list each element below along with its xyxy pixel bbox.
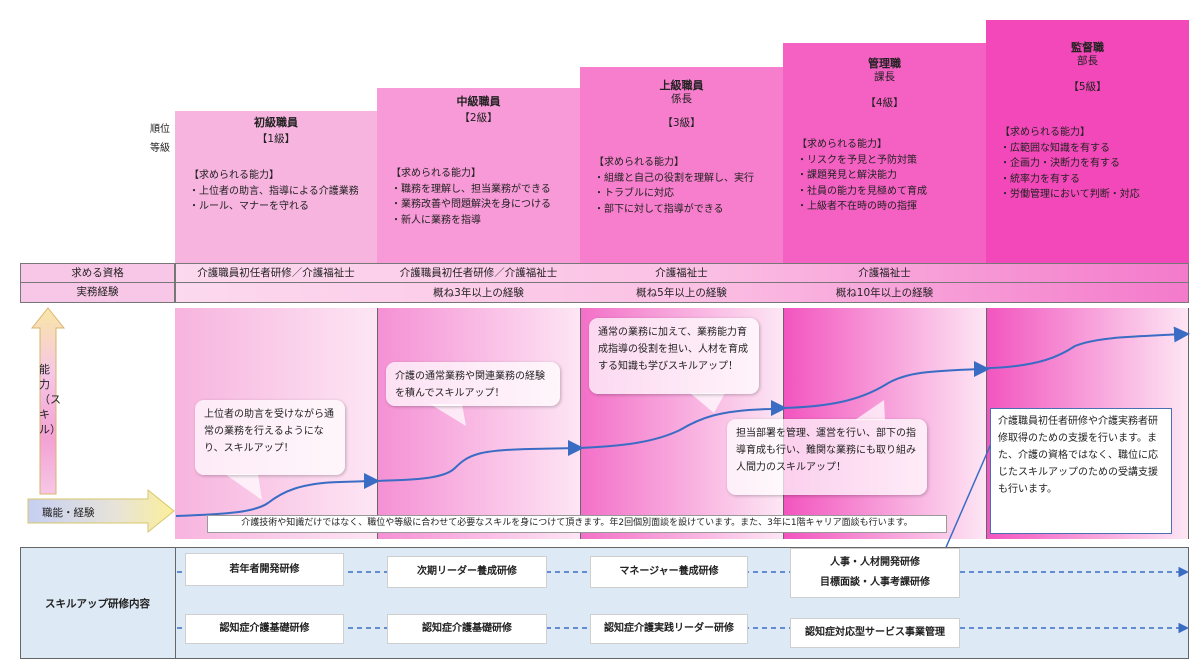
training-label: スキルアップ研修内容 <box>45 598 150 610</box>
tier-grade: 【1級】 <box>256 133 296 145</box>
training-course-name: 人事・人材開発研修 <box>830 557 920 568</box>
abilities-header: 【求められる能力】 <box>797 139 887 150</box>
ability-item: ・統率力を有する <box>1000 173 1080 185</box>
tier-1: 初級職員 【1級】 【求められる能力】 ・上位者の助言、指導による介護業務 ・ル… <box>175 111 377 263</box>
training-divider <box>175 547 176 659</box>
abilities-header: 【求められる能力】 <box>1000 127 1090 138</box>
tier-title: 中級職員 <box>456 95 501 108</box>
ability-item: ・新人に業務を指導 <box>391 214 481 226</box>
training-course: 認知症介護基礎研修 <box>387 614 547 644</box>
tier-grade: 【3級】 <box>662 117 701 129</box>
experience-cell: 概ね10年以上の経験 <box>835 287 934 299</box>
ability-item: ・ルール、マナーを守れる <box>189 201 309 212</box>
experience-cell: 概ね5年以上の経験 <box>636 287 727 299</box>
ability-item: ・職務を理解し、担当業務ができる <box>391 183 551 195</box>
tier-title: 初級職員 <box>254 116 298 129</box>
support-info-box: 介護職員初任者研修や介護実務者研修取得のための支援を行います。また、介護の資格で… <box>990 408 1172 534</box>
interview-note: 介護技術や知識だけではなく、職位や等級に合わせて必要なスキルを身につけて頂きます… <box>207 515 947 533</box>
ability-item: ・業務改善や問題解決を身につける <box>391 199 551 210</box>
tier-grade: 【5級】 <box>1068 81 1107 93</box>
growth-bubble-4: 担当部署を管理、運営を行い、部下の指導育成も行い、難関な業務にも取り組み人間力の… <box>727 419 927 495</box>
experience-row-bg <box>175 283 1189 303</box>
tier-5: 監督職 部長 【5級】 【求められる能力】 ・広範囲な知識を有する ・企画力・決… <box>986 20 1189 263</box>
tier-grade: 【4級】 <box>865 97 904 109</box>
tier-4: 管理職 課長 【4級】 【求められる能力】 ・リスクを予見と予防対策 ・課題発見… <box>783 43 986 263</box>
tier-title: 監督職 <box>1071 41 1104 54</box>
training-course: 人事・人材開発研修 目標面談・人事考課研修 <box>790 548 960 598</box>
ability-item: ・組織と自己の役割を理解し、実行 <box>594 172 754 184</box>
growth-bubble-2: 介護の通常業務や関連業務の経験を積んでスキルアップ！ <box>386 362 560 406</box>
qualification-row-bg <box>175 263 1189 283</box>
abilities-header: 【求められる能力】 <box>189 170 279 181</box>
training-course: 認知症介護基礎研修 <box>185 614 344 644</box>
qualification-cell: 介護福祉士 <box>655 267 708 279</box>
training-course: 次期リーダー養成研修 <box>387 556 547 588</box>
career-axis-label: 職能・経験 <box>42 507 95 519</box>
experience-cell: 概ね3年以上の経験 <box>433 287 524 299</box>
training-course: マネージャー養成研修 <box>590 556 748 588</box>
tier-subtitle: 課長 <box>874 71 895 83</box>
training-course: 認知症対応型サービス事業管理 <box>790 618 960 648</box>
ability-arrow <box>30 307 66 495</box>
training-course-name: 目標面談・人事考課研修 <box>820 577 930 588</box>
ability-item: ・課題発見と解決能力 <box>797 170 897 181</box>
qualification-cell: 介護福祉士 <box>858 267 911 279</box>
tier-3: 上級職員 係長 【3級】 【求められる能力】 ・組織と自己の役割を理解し、実行 … <box>580 67 783 263</box>
abilities-header: 【求められる能力】 <box>391 168 481 179</box>
ability-item: ・上級者不在時の時の指揮 <box>797 201 917 212</box>
tier-2: 中級職員 【2級】 【求められる能力】 ・職務を理解し、担当業務ができる ・業務… <box>377 88 580 263</box>
ability-item: ・企画力・決断力を有する <box>1000 158 1120 169</box>
growth-bubble-1: 上位者の助言を受けながら通常の業務を行えるようになり、スキルアップ！ <box>195 400 345 475</box>
ability-item: ・上位者の助言、指導による介護業務 <box>189 185 359 197</box>
grade-label: 等級 <box>150 143 170 154</box>
tier-grade: 【2級】 <box>459 112 498 124</box>
tier-title: 管理職 <box>868 57 901 70</box>
abilities-header: 【求められる能力】 <box>594 157 684 168</box>
training-course: 若年者開発研修 <box>185 553 344 586</box>
ability-item: ・労働管理において判断・対応 <box>1000 189 1140 200</box>
ability-item: ・部下に対して指導ができる <box>594 203 724 215</box>
growth-bubble-3: 通常の業務に加えて、業務能力育成指導の役割を担い、人材を育成する知識も学びスキル… <box>589 318 759 394</box>
tier-subtitle: 係長 <box>671 93 692 105</box>
career-arrow <box>27 488 175 534</box>
experience-label: 実務経験 <box>20 283 175 303</box>
rank-label: 順位 <box>150 124 170 135</box>
ability-item: ・社員の能力を見極めて育成 <box>797 185 927 197</box>
qualification-cell: 介護職員初任者研修／介護福祉士 <box>399 267 558 279</box>
ability-item: ・広範囲な知識を有する <box>1000 142 1110 154</box>
training-course: 認知症介護実践リーダー研修 <box>590 614 748 644</box>
ability-item: ・トラブルに対応 <box>594 188 674 199</box>
tier-subtitle: 部長 <box>1077 55 1098 67</box>
qualification-cell: 介護職員初任者研修／介護福祉士 <box>197 267 355 279</box>
ability-item: ・リスクを予見と予防対策 <box>797 154 917 166</box>
tier-title: 上級職員 <box>659 79 704 92</box>
growth-column-2 <box>377 308 580 539</box>
qualification-label: 求める資格 <box>20 263 175 283</box>
